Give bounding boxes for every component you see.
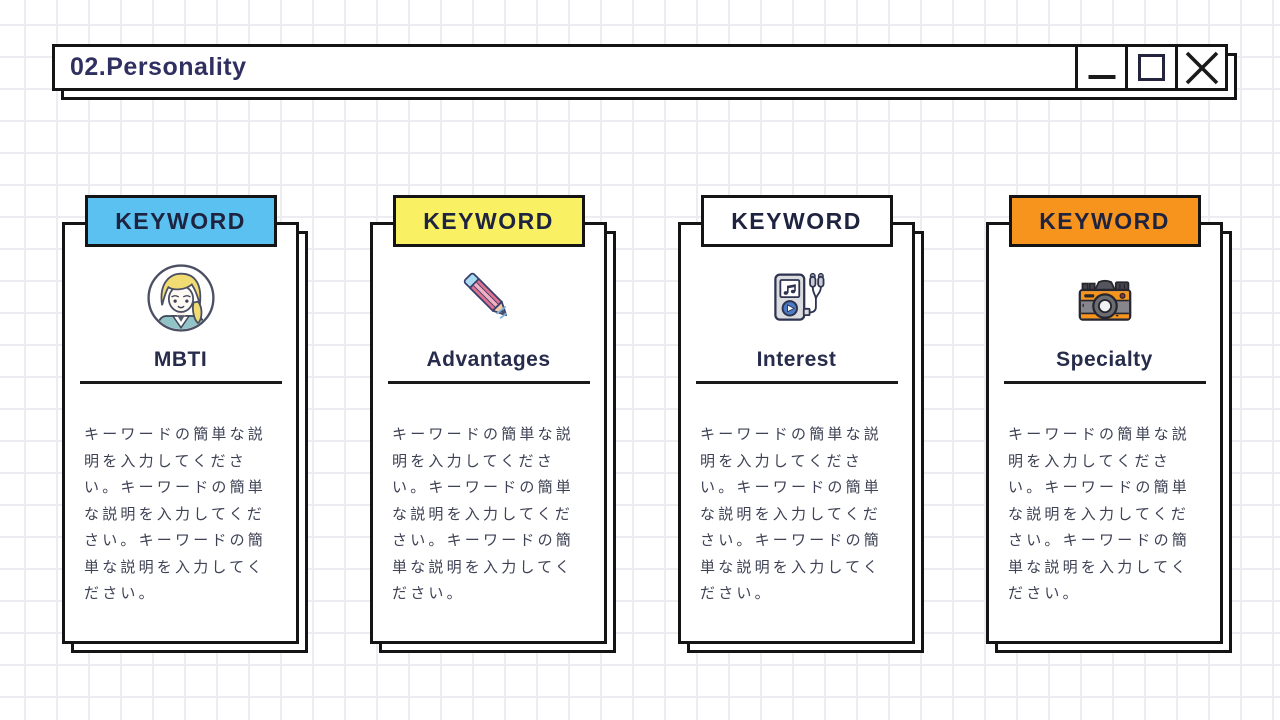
keyword-tab: KEYWORD [84,195,277,247]
card-description: キーワードの簡単な説 明を入力してくださ い。キーワードの簡単 な説明を入力して… [700,426,883,602]
card-description: キーワードの簡単な説 明を入力してくださ い。キーワードの簡単 な説明を入力して… [392,426,575,602]
card-description: キーワードの簡単な説 明を入力してくださ い。キーワードの簡単 な説明を入力して… [84,426,267,602]
title-underline [387,381,590,384]
window-controls [1075,47,1225,88]
card-title: Specialty [1056,348,1153,371]
title-underline [1003,381,1206,384]
keyword-card-mbti: KEYWORD MBTI キーワードの簡単な説 明を入力してくださ い。キーワー… [62,195,299,644]
keyword-card-specialty: KEYWORD Specialty キーワードの簡単な説 明を入力してくださ い… [986,195,1223,644]
icon-wrap [453,262,525,334]
keyword-tab: KEYWORD [392,195,585,247]
woman-avatar-icon [146,264,215,332]
icon-wrap [145,262,217,334]
close-button[interactable] [1175,47,1225,88]
music-player-icon [773,272,824,321]
window-titlebar[interactable]: 02.Personality [52,44,1228,91]
title-underline [695,381,898,384]
card-title: MBTI [153,348,208,371]
page-title: 02.Personality [70,53,247,81]
card-title: Advantages [426,348,551,371]
keyword-card-interest: KEYWORD Interest キーワードの簡単な説 明を入力してくださ い。… [678,195,915,644]
keyword-card-advantages: KEYWORD Advantages キーワードの簡単な説 明を入力してくださ … [370,195,607,644]
card-description: キーワードの簡単な説 明を入力してくださ い。キーワードの簡単 な説明を入力して… [1008,426,1191,602]
keyword-tab: KEYWORD [1008,195,1201,247]
icon-wrap [761,262,833,334]
keyword-tab: KEYWORD [700,195,893,247]
camera-icon [1078,279,1131,321]
close-icon [1185,51,1218,84]
maximize-icon [1138,54,1165,81]
minimize-button[interactable] [1075,47,1125,88]
minimize-icon [1088,75,1115,79]
pencil-icon [463,272,507,319]
card-title: Interest [756,348,837,371]
title-underline [79,381,282,384]
icon-wrap [1068,262,1142,334]
maximize-button[interactable] [1125,47,1175,88]
